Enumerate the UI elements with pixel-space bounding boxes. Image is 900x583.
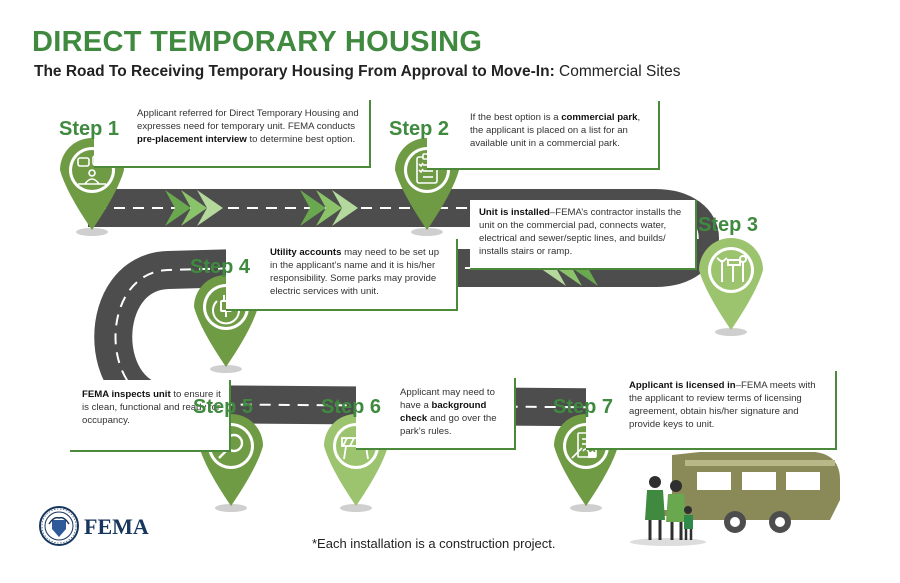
step-1-label: Step 1 [59,118,120,140]
step-5-description: FEMA inspects unit to ensure it is clean… [70,380,231,452]
step-7-description: Applicant is licensed in–FEMA meets with… [586,371,837,450]
family-illustration [630,476,706,546]
step-2-text-run: commercial park [561,112,638,123]
step-2-label: Step 2 [389,118,450,140]
subtitle-regular: Commercial Sites [554,63,681,80]
step-1-description: Applicant referred for Direct Temporary … [94,100,371,168]
step-4-label: Step 4 [190,256,251,278]
step-6-label: Step 6 [321,396,382,418]
step-1-text-run: to determine best option. [246,134,356,145]
step-3-description: Unit is installed–FEMA’s contractor inst… [470,200,697,270]
step-5-text-run: to ensure it is clean, functional and re… [82,389,221,426]
step-3-label: Step 3 [698,214,759,236]
step-3-text-run: –FEMA’s contractor installs the unit on … [479,207,682,257]
footnote: *Each installation is a construction pro… [312,536,556,551]
step-2-description: If the best option is a commercial park,… [427,101,660,170]
arrow-right-2 [300,190,358,226]
step-2-text-run: , the applicant is placed on a list for … [470,112,641,149]
step-6-text-run: and go over the park’s rules. [400,413,497,437]
page-title: DIRECT TEMPORARY HOUSING [32,26,483,58]
step-6-text-run: Applicant may need to have a [400,387,495,411]
step-5-label: Step 5 [193,396,254,418]
step-7-label: Step 7 [553,396,614,418]
step-7-text-run: –FEMA meets with the applicant to review… [629,380,816,430]
step-4-text-run: may need to be set up in the applicant’s… [270,247,440,297]
step-4-text-run: Utility accounts [270,247,342,258]
subtitle-bold: The Road To Receiving Temporary Housing … [34,63,555,80]
step-6-text-run: background check [400,400,487,424]
page-subtitle: The Road To Receiving Temporary Housing … [34,63,680,81]
dhs-seal-logo [39,506,79,546]
travel-trailer-illustration [650,452,840,533]
fema-logo-text: FEMA [84,514,149,539]
step-1-text-run: Applicant referred for Direct Temporary … [137,108,359,132]
interview-icon [77,155,107,185]
pin-step-3 [699,238,763,336]
step-6-description: Applicant may need to have a background … [356,378,516,450]
tools-icon [716,255,747,282]
step-2-text-run: If the best option is a [470,112,562,123]
step-3-text-run: Unit is installed [479,207,550,218]
step-5-text-run: FEMA inspects unit [82,389,171,400]
step-4-description: Utility accounts may need to be set up i… [226,239,458,311]
arrow-right-1 [165,190,223,226]
step-1-text-run: pre-placement interview [137,134,247,145]
step-7-text-run: Applicant is licensed in [629,380,736,391]
